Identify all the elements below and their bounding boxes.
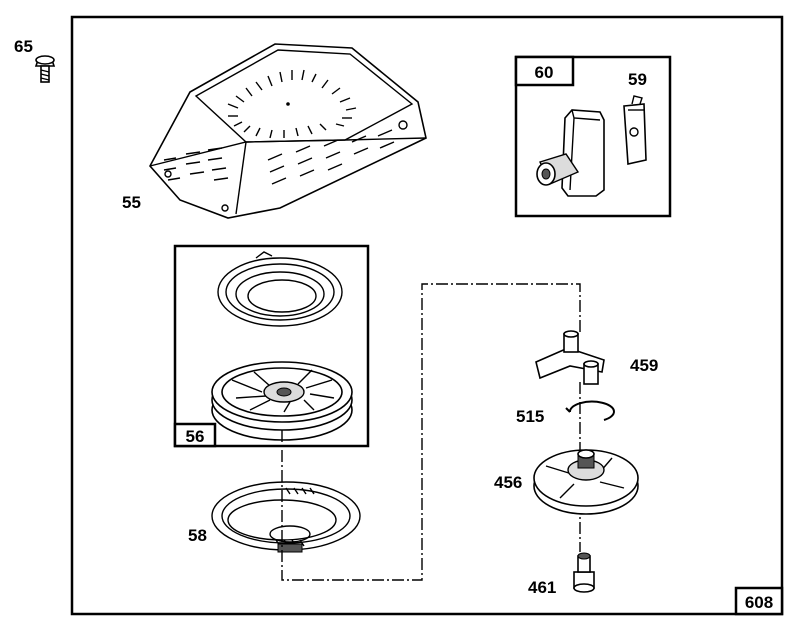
part-label-515: 515 [516, 407, 544, 426]
retaining-ring-part-515: 515 [516, 400, 615, 426]
assembly-number-box: 608 [734, 586, 784, 616]
part-label-461: 461 [528, 578, 556, 597]
part-label-59: 59 [628, 70, 647, 89]
part-label-456: 456 [494, 473, 522, 492]
diagram-frame [70, 15, 784, 616]
rope-part-58: 58 [188, 481, 361, 553]
blower-housing-part-55: 55 [122, 43, 427, 219]
assembly-line [281, 283, 581, 581]
screw-part-461: 461 [528, 552, 595, 597]
part-label-58: 58 [188, 526, 207, 545]
part-label-56: 56 [186, 427, 205, 446]
part-label-459: 459 [630, 356, 658, 375]
assembly-number-label: 608 [745, 593, 773, 612]
bolt-part-65: 65 [14, 37, 56, 83]
starter-cup-part-456: 456 [494, 449, 639, 515]
part-label-65: 65 [14, 37, 33, 56]
part-label-55: 55 [122, 193, 141, 212]
pulley-box-part-56: 56 [173, 244, 370, 448]
handle-box: 60 59 [514, 55, 672, 218]
pawl-part-459: 459 [535, 330, 658, 385]
part-label-60: 60 [535, 63, 554, 82]
